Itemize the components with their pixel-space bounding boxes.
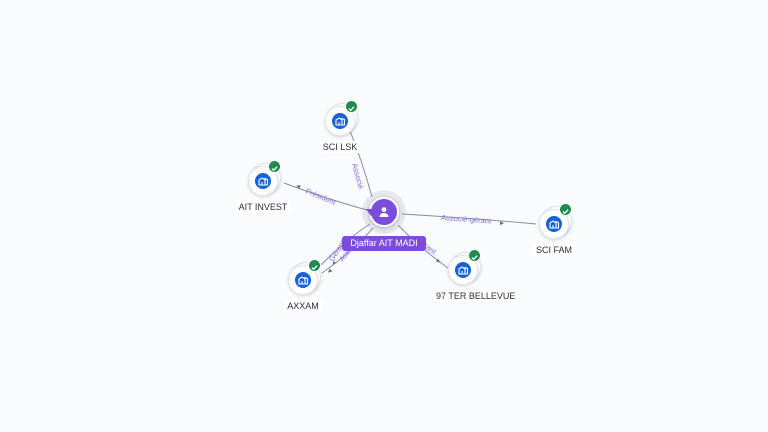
verified-check-icon (268, 160, 281, 173)
relation-edge (321, 227, 374, 274)
person-icon (379, 207, 389, 217)
company-node-97-ter-bellevue[interactable]: 97 TER BELLEVUE (433, 249, 519, 304)
company-name: SCI LSK (319, 141, 361, 153)
company-name: AIT INVEST (235, 201, 291, 213)
company-name: AXXAM (284, 300, 322, 312)
company-building-icon (295, 272, 311, 288)
verified-check-icon (468, 249, 481, 262)
company-node-ait-invest[interactable]: AIT INVEST (233, 160, 293, 215)
company-name: 97 TER BELLEVUE (433, 290, 519, 302)
company-building-icon (332, 113, 348, 129)
company-node-sci-fam[interactable]: SCI FAM (524, 203, 584, 258)
company-node-axxam[interactable]: AXXAM (273, 259, 333, 314)
verified-check-icon (345, 100, 358, 113)
relation-role-label: Président (304, 187, 338, 208)
edge-arrow-icon (499, 221, 504, 225)
relation-edge (283, 182, 368, 211)
person-name: Djaffar AIT MADI (342, 236, 426, 251)
verified-check-icon (559, 203, 572, 216)
edge-arrow-icon (332, 260, 337, 266)
company-name: SCI FAM (532, 244, 575, 256)
relation-edge (347, 125, 373, 198)
company-building-icon (455, 262, 471, 278)
verified-check-icon (308, 259, 321, 272)
company-node-sci-lsk[interactable]: SCI LSK (310, 100, 370, 155)
person-pin[interactable] (366, 197, 399, 227)
edge-arrow-icon (296, 185, 301, 189)
company-building-icon (255, 173, 271, 189)
edge-arrow-icon (435, 258, 441, 263)
edge-arrow-icon (327, 268, 333, 273)
relation-edge (401, 213, 537, 225)
company-building-icon (546, 216, 562, 232)
relation-role-label: Associé-gérant (441, 213, 492, 226)
